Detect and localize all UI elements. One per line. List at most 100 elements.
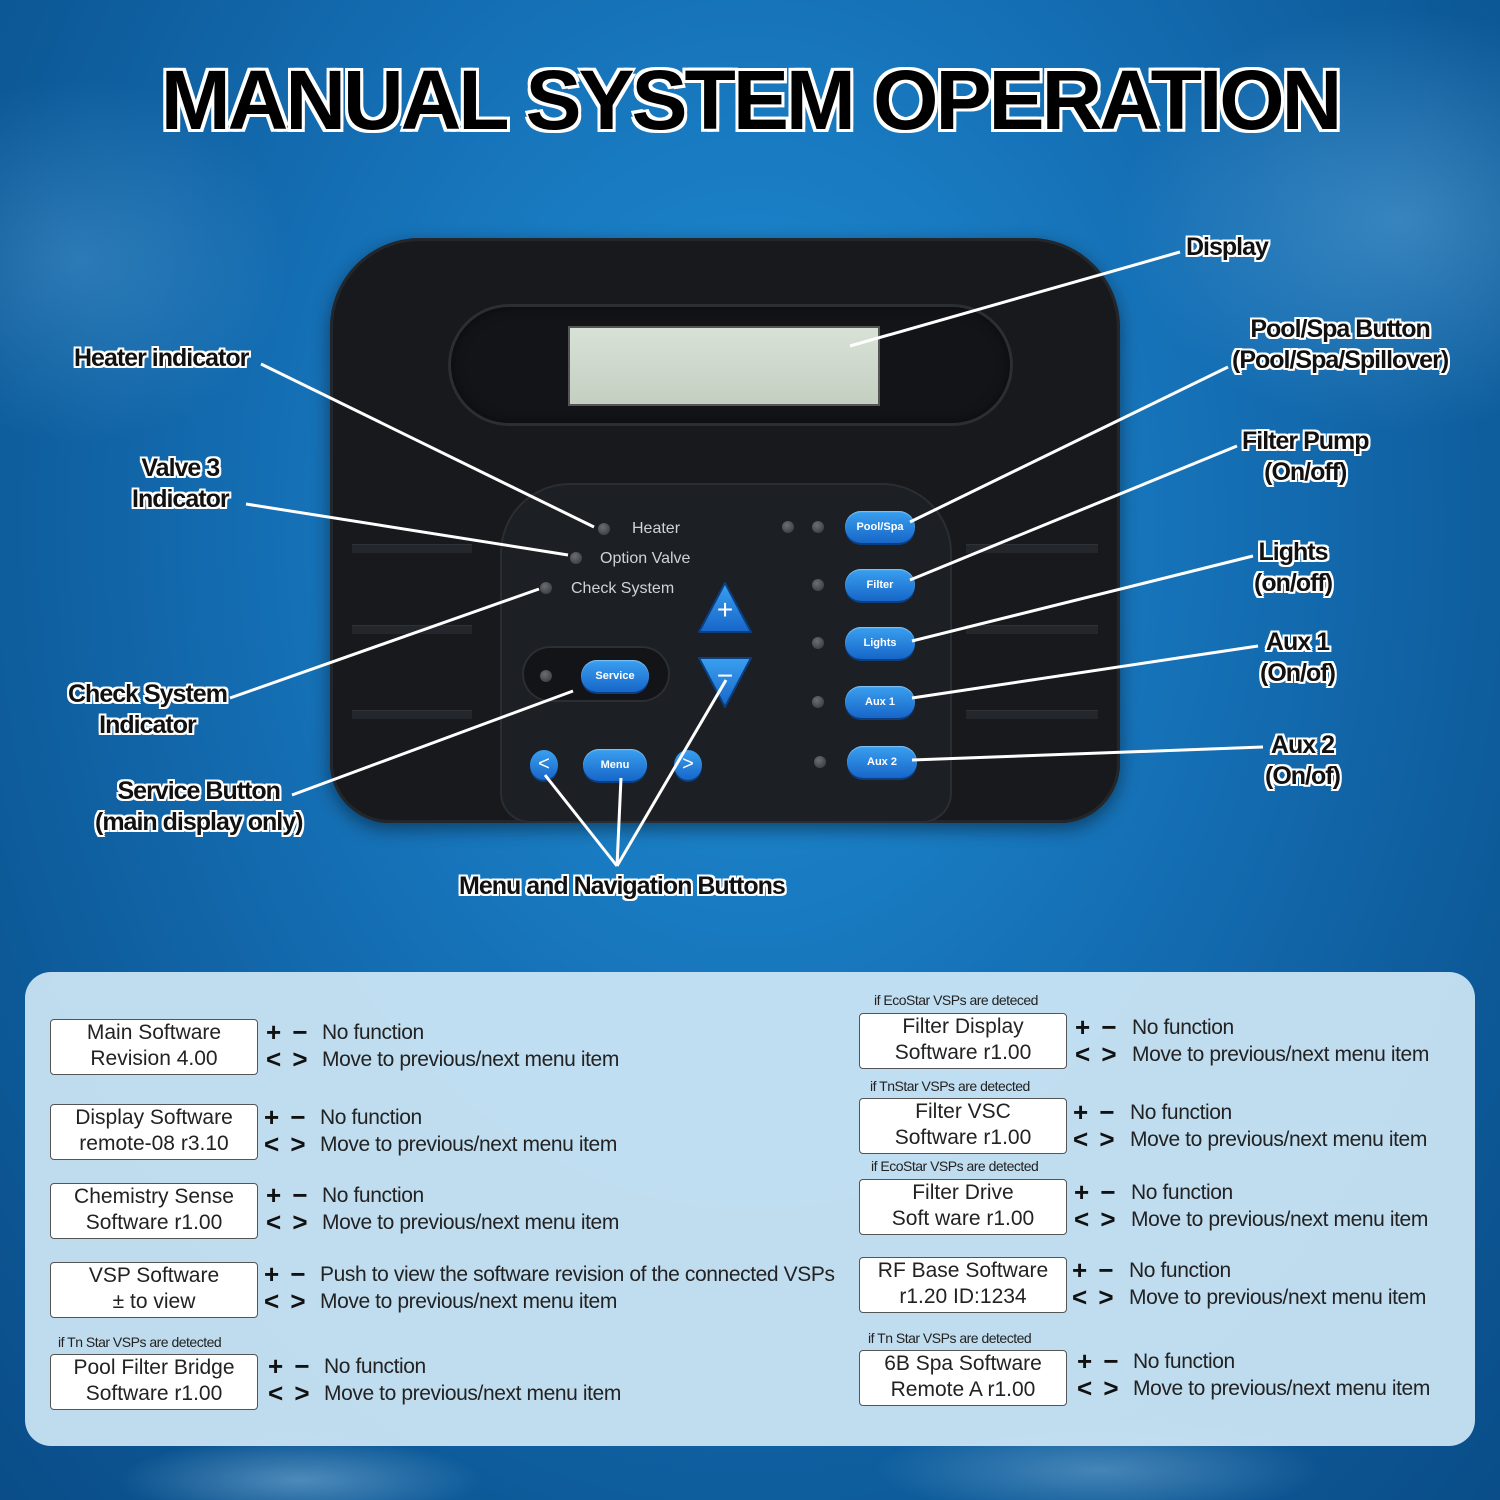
- callout-aux1: Aux 1 (On/of): [1260, 627, 1336, 689]
- plus-minus-description: Push to view the software revision of th…: [320, 1263, 835, 1286]
- condition-note: if EcoStar VSPs are deteced: [874, 992, 1038, 1008]
- info-box: Filter Display Software r1.00: [859, 1013, 1067, 1069]
- left-arrow-button[interactable]: <: [530, 750, 558, 780]
- check-system-led: [540, 582, 552, 594]
- plus-minus-symbol: + −: [264, 1259, 308, 1289]
- callout-display: Display: [1186, 233, 1269, 261]
- info-box-line1: Filter Display: [902, 1015, 1024, 1038]
- aux2-button[interactable]: Aux 2: [847, 746, 917, 778]
- vent-slot: [352, 625, 472, 634]
- service-button[interactable]: Service: [581, 660, 649, 692]
- plus-button[interactable]: [698, 582, 752, 633]
- pool-spa-button[interactable]: Pool/Spa: [845, 511, 915, 543]
- option-valve-label: Option Valve: [600, 550, 691, 567]
- callout-aux2: Aux 2 (On/of): [1265, 730, 1341, 792]
- check-system-label: Check System: [571, 580, 675, 597]
- spa-led: [812, 521, 824, 533]
- display-bezel: [448, 304, 1013, 426]
- lights-led: [812, 637, 824, 649]
- arrow-description: Move to previous/next menu item: [1129, 1286, 1426, 1309]
- arrow-symbol: < >: [266, 1207, 310, 1237]
- arrow-description: Move to previous/next menu item: [1132, 1043, 1429, 1066]
- plus-minus-symbol: + −: [264, 1102, 308, 1132]
- minus-icon: −: [716, 660, 734, 691]
- callout-filter-pump-line1: Filter Pump: [1242, 427, 1370, 455]
- vent-slot: [966, 544, 1098, 553]
- control-panel-device: [330, 238, 1120, 823]
- arrow-symbol: < >: [1075, 1039, 1119, 1069]
- callout-aux2-line1: Aux 2: [1270, 731, 1335, 759]
- aux2-led: [814, 756, 826, 768]
- info-box-line2: Software r1.00: [894, 1041, 1032, 1064]
- callout-filter-pump-line2: (On/off): [1264, 458, 1347, 486]
- callout-pool-spa-line2: (Pool/Spa/Spillover): [1232, 346, 1449, 374]
- plus-minus-description: No function: [322, 1021, 424, 1044]
- arrow-description: Move to previous/next menu item: [324, 1382, 621, 1405]
- info-box-line2: Software r1.00: [894, 1126, 1032, 1149]
- callout-service-line2: (main display only): [95, 808, 303, 836]
- arrow-symbol: < >: [1074, 1204, 1118, 1234]
- lights-button[interactable]: Lights: [845, 627, 915, 659]
- condition-note: if Tn Star VSPs are detected: [58, 1334, 222, 1350]
- arrow-symbol: < >: [1077, 1373, 1121, 1403]
- plus-minus-symbol: + −: [1075, 1012, 1119, 1042]
- plus-minus-description: No function: [322, 1184, 424, 1207]
- callout-valve3-line2: Indicator: [132, 485, 230, 513]
- vent-slot: [966, 710, 1098, 719]
- menu-button[interactable]: Menu: [583, 749, 647, 781]
- plus-minus-description: No function: [1131, 1181, 1233, 1204]
- condition-note: if TnStar VSPs are detected: [870, 1078, 1030, 1094]
- info-box-line2: Software r1.00: [85, 1382, 223, 1405]
- info-box-line1: Main Software: [86, 1021, 222, 1044]
- arrow-symbol: < >: [1072, 1282, 1116, 1312]
- callout-heater: Heater indicator: [74, 344, 249, 372]
- arrow-symbol: < >: [268, 1378, 312, 1408]
- heater-led: [598, 523, 610, 535]
- plus-minus-symbol: + −: [1077, 1346, 1121, 1376]
- arrow-description: Move to previous/next menu item: [322, 1211, 619, 1234]
- info-box: VSP Software ± to view: [50, 1262, 258, 1318]
- callout-valve3: Valve 3 Indicator: [132, 453, 230, 515]
- info-box-line1: Chemistry Sense: [74, 1185, 234, 1208]
- plus-minus-symbol: + −: [268, 1351, 312, 1381]
- aux1-button[interactable]: Aux 1: [845, 686, 915, 718]
- info-box-line1: Filter VSC: [915, 1100, 1011, 1123]
- callout-pool-spa-line1: Pool/Spa Button: [1250, 315, 1430, 343]
- info-box: Pool Filter Bridge Software r1.00: [50, 1354, 258, 1410]
- callout-check-system: Check System Indicator: [68, 679, 228, 741]
- vent-slot: [966, 625, 1098, 634]
- arrow-description: Move to previous/next menu item: [1133, 1377, 1430, 1400]
- filter-button[interactable]: Filter: [845, 569, 915, 601]
- info-box-line1: Filter Drive: [912, 1181, 1014, 1204]
- plus-minus-description: No function: [324, 1355, 426, 1378]
- filter-led: [812, 579, 824, 591]
- callout-menu-nav: Menu and Navigation Buttons: [459, 872, 786, 900]
- right-arrow-button[interactable]: >: [674, 750, 702, 780]
- info-box-line1: Display Software: [75, 1106, 233, 1129]
- info-box-line2: Soft ware r1.00: [891, 1207, 1035, 1230]
- plus-minus-symbol: + −: [1073, 1097, 1117, 1127]
- plus-minus-description: No function: [1129, 1259, 1231, 1282]
- info-box: 6B Spa Software Remote A r1.00: [859, 1350, 1067, 1406]
- plus-minus-symbol: + −: [266, 1180, 310, 1210]
- callout-service-line1: Service Button: [117, 777, 281, 805]
- callout-check-system-line2: Indicator: [99, 711, 197, 739]
- heater-label: Heater: [632, 520, 681, 537]
- info-box-line2: ± to view: [112, 1290, 196, 1313]
- callout-check-system-line1: Check System: [68, 680, 228, 708]
- info-box-line2: r1.20 ID:1234: [899, 1285, 1027, 1308]
- arrow-description: Move to previous/next menu item: [320, 1290, 617, 1313]
- plus-minus-description: No function: [1133, 1350, 1235, 1373]
- service-led: [540, 670, 552, 682]
- vent-slot: [352, 544, 472, 553]
- plus-minus-description: No function: [320, 1106, 422, 1129]
- info-box: Chemistry Sense Software r1.00: [50, 1183, 258, 1239]
- arrow-symbol: < >: [264, 1286, 308, 1316]
- arrow-symbol: < >: [264, 1129, 308, 1159]
- info-box-line1: VSP Software: [88, 1264, 220, 1287]
- plus-minus-description: No function: [1130, 1101, 1232, 1124]
- info-box-line1: Pool Filter Bridge: [73, 1356, 235, 1379]
- arrow-description: Move to previous/next menu item: [1130, 1128, 1427, 1151]
- info-box-line1: RF Base Software: [877, 1259, 1049, 1282]
- plus-icon: +: [716, 594, 734, 625]
